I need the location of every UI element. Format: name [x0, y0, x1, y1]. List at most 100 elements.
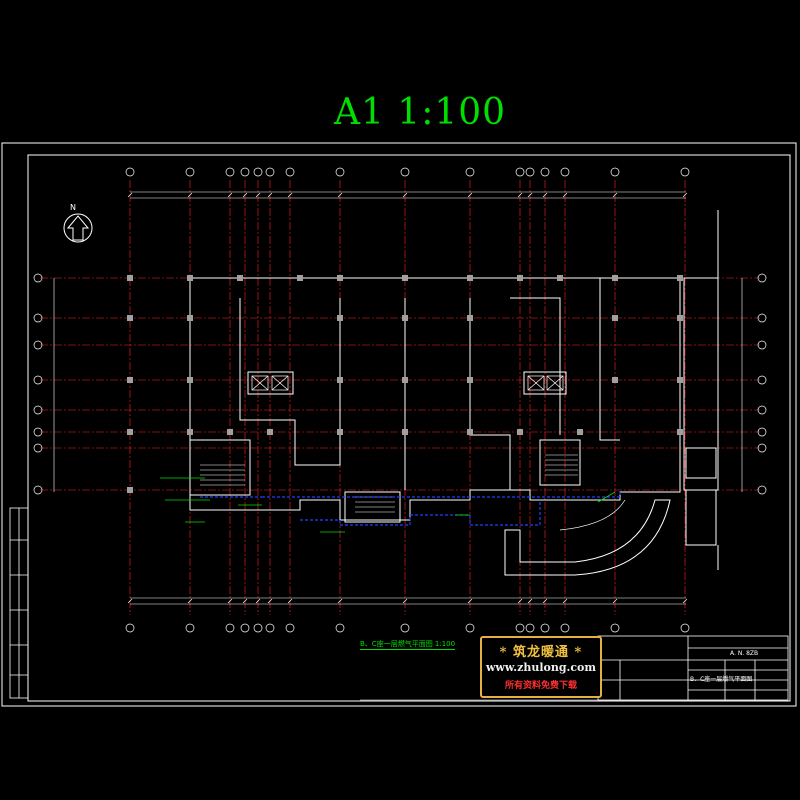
structural-column [297, 275, 303, 281]
axis-bubble [33, 313, 43, 323]
axis-bubble [33, 405, 43, 415]
dimension-tick [287, 598, 293, 604]
dimension-tick [562, 598, 568, 604]
dimension-tick [287, 192, 293, 198]
scale-title: A1 1:100 [333, 92, 507, 133]
dimension-tick [562, 192, 568, 198]
structural-column [187, 377, 193, 383]
axis-bubble [240, 167, 250, 177]
axis-bubble [335, 623, 345, 633]
structural-column [517, 275, 523, 281]
gas-annotations [160, 477, 616, 533]
axis-bubble [540, 167, 550, 177]
structural-column [187, 315, 193, 321]
structural-column [467, 429, 473, 435]
dimension-tick [242, 192, 248, 198]
axis-bubble [610, 623, 620, 633]
structural-column [237, 275, 243, 281]
dimension-tick [467, 598, 473, 604]
axis-bubble [185, 623, 195, 633]
axis-bubble [757, 313, 767, 323]
structural-column [127, 315, 133, 321]
dimension-tick [255, 598, 261, 604]
structural-column [127, 429, 133, 435]
axis-bubble [757, 405, 767, 415]
structural-column [337, 315, 343, 321]
axis-bubble [240, 623, 250, 633]
watermark-stamp: * 筑龙暖通 * www.zhulong.com 所有资料免费下载 [480, 636, 602, 698]
axis-bubble [540, 623, 550, 633]
dimension-tick [542, 192, 548, 198]
axis-bubble [525, 623, 535, 633]
outer-frame [1, 142, 797, 707]
annex [683, 277, 719, 491]
dimension-tick [227, 598, 233, 604]
axis-bubble [680, 623, 690, 633]
structural-column [402, 377, 408, 383]
dimension-tick [187, 598, 193, 604]
dimension-tick [402, 598, 408, 604]
dimension-tick [227, 192, 233, 198]
structural-column [467, 275, 473, 281]
north-label: N [70, 203, 76, 212]
structural-column [677, 315, 683, 321]
structural-column [677, 275, 683, 281]
building-outline [189, 277, 681, 521]
axis-bubble [225, 167, 235, 177]
dimension-tick [402, 192, 408, 198]
structural-column [337, 377, 343, 383]
binding-strip [9, 507, 29, 699]
axis-bubble [757, 273, 767, 283]
axis-bubble [400, 167, 410, 177]
structural-column [402, 275, 408, 281]
axis-bubble [335, 167, 345, 177]
gas-pipe [200, 490, 621, 526]
axis-bubble [610, 167, 620, 177]
structural-column [127, 487, 133, 493]
dimension-tick [517, 192, 523, 198]
watermark-url: www.zhulong.com [485, 661, 597, 674]
structural-column [127, 275, 133, 281]
structural-column [187, 275, 193, 281]
dimension-tick [612, 192, 618, 198]
structural-column [612, 275, 618, 281]
axis-bubble [680, 167, 690, 177]
dimension-tick [127, 192, 133, 198]
axis-bubble [125, 623, 135, 633]
dimension-tick [682, 192, 688, 198]
north-arrow-icon [63, 213, 93, 243]
dimension-tick [255, 192, 261, 198]
structural-column [402, 315, 408, 321]
dimension-tick [267, 192, 273, 198]
elevator-left [247, 371, 294, 395]
title-block [597, 635, 789, 701]
axis-bubble [560, 167, 570, 177]
dimension-tick [517, 598, 523, 604]
structural-column [677, 429, 683, 435]
structural-column [467, 315, 473, 321]
axis-bubble [253, 623, 263, 633]
curved-ramp [504, 499, 671, 576]
structural-column [402, 429, 408, 435]
dimension-tick [187, 192, 193, 198]
axis-bubble [285, 167, 295, 177]
stair-core-right [539, 439, 581, 486]
axis-bubble [465, 623, 475, 633]
axis-bubble [400, 623, 410, 633]
dimension-tick [527, 598, 533, 604]
dimension-tick [467, 192, 473, 198]
title-block-drawing-name: B、C座一层燃气平面图 [690, 676, 753, 683]
axis-bubble [465, 167, 475, 177]
axis-bubble [125, 167, 135, 177]
axis-bubble [757, 485, 767, 495]
axis-bubble [265, 623, 275, 633]
axis-bubble [757, 427, 767, 437]
watermark-note: 所有资料免费下载 [504, 681, 577, 691]
structural-column [267, 429, 273, 435]
dimension-tick [527, 192, 533, 198]
structural-column [127, 377, 133, 383]
dimension-tick [337, 598, 343, 604]
structural-column [227, 429, 233, 435]
structural-column [612, 377, 618, 383]
